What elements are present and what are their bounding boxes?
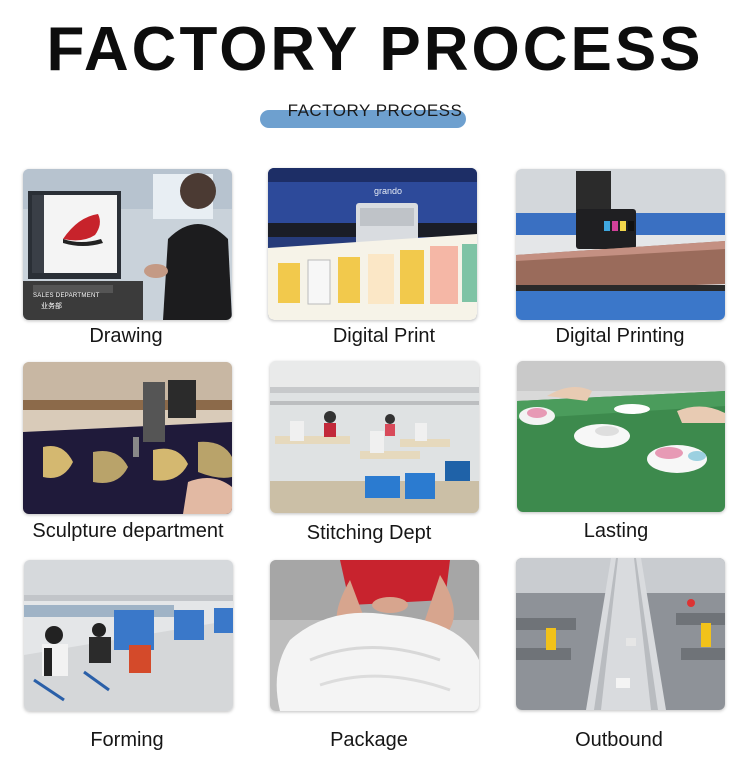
page-title: FACTORY PROCESS [46,15,704,84]
photo-digital-printing [516,169,725,320]
photo-stitching-dept [270,361,479,513]
overlay-label-cn: 业务部 [41,303,62,310]
photo-outbound [516,558,725,710]
photo-package [270,560,479,711]
overlay-label-en: SALES DEPARTMENT [33,293,100,299]
caption-package: Package [330,729,408,751]
photo-digital-print: grando [268,168,477,320]
caption-sculpture-department: Sculpture department [32,520,224,542]
photo-drawing: SALES DEPARTMENT 业务部 [23,169,232,320]
subtitle: FACTORY PRCOESS [287,101,463,120]
photo-sculpture-department [23,362,232,514]
subtitle-pill [260,110,466,128]
caption-digital-printing: Digital Printing [555,325,685,347]
photo-lasting [517,361,725,512]
photo-forming [24,560,233,711]
caption-digital-print: Digital Print [332,325,436,347]
caption-forming: Forming [90,729,164,751]
caption-lasting: Lasting [583,520,649,542]
machine-brand-label: grando [374,186,403,196]
caption-outbound: Outbound [575,729,663,751]
caption-drawing: Drawing [89,325,163,347]
caption-stitching-dept: Stitching Dept [306,522,432,544]
